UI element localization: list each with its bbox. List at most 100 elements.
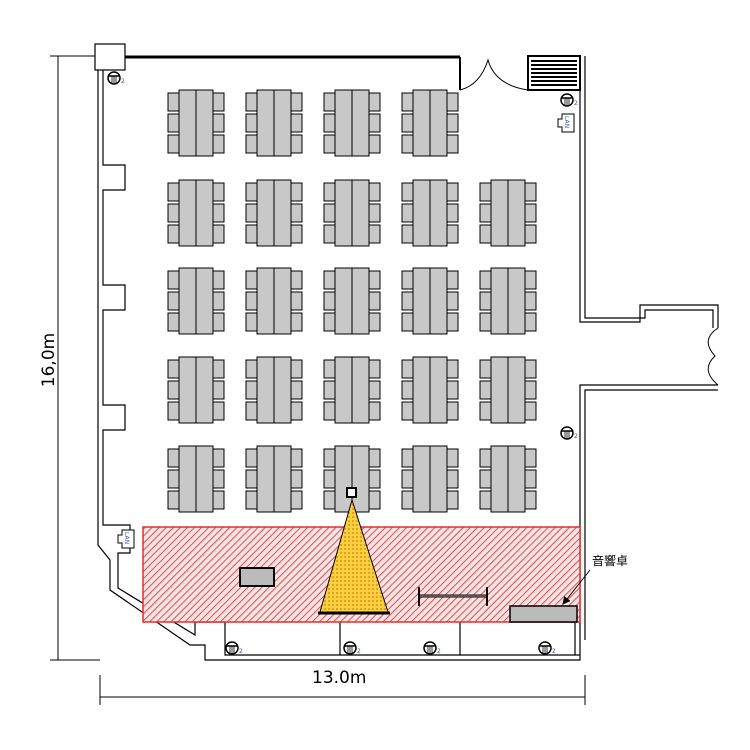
chair [446, 448, 459, 468]
table [412, 445, 431, 513]
chair [323, 92, 336, 112]
chair [401, 448, 414, 468]
chair [245, 469, 258, 489]
table [351, 179, 370, 247]
chair [524, 224, 537, 244]
chair [212, 448, 225, 468]
chair [323, 469, 336, 489]
screen-bar [418, 587, 488, 606]
chair [401, 469, 414, 489]
chair [368, 291, 381, 311]
table-group [479, 445, 537, 513]
table [429, 356, 448, 424]
chair [401, 134, 414, 154]
chair [323, 401, 336, 421]
chair [446, 92, 459, 112]
lan-label: LAN [563, 116, 570, 128]
table-group [167, 356, 225, 424]
table-group [401, 89, 459, 157]
chair [479, 490, 492, 510]
table [351, 89, 370, 157]
chair [323, 380, 336, 400]
chair [479, 312, 492, 332]
outlet-count: 2 [574, 100, 578, 107]
chair [212, 203, 225, 223]
chair [212, 401, 225, 421]
chair [290, 448, 303, 468]
chair [323, 134, 336, 154]
lan-port-icon: LAN [117, 529, 135, 549]
chair [323, 312, 336, 332]
table-group [401, 445, 459, 513]
chair [524, 448, 537, 468]
chair [368, 113, 381, 133]
table-group [401, 356, 459, 424]
chair [212, 113, 225, 133]
outlet-icon: 2 [225, 641, 243, 655]
chair [401, 270, 414, 290]
chair [212, 490, 225, 510]
table [490, 179, 509, 247]
chair [479, 448, 492, 468]
chair [245, 270, 258, 290]
chair [212, 380, 225, 400]
table [507, 445, 526, 513]
outlet-icon: 2 [343, 641, 361, 655]
chair [524, 312, 537, 332]
chair [368, 469, 381, 489]
chair [323, 291, 336, 311]
table [178, 445, 197, 513]
table [256, 356, 275, 424]
table [273, 179, 292, 247]
outlet-icon: 2 [560, 426, 578, 440]
stairs [527, 55, 581, 91]
chair [167, 380, 180, 400]
table [178, 89, 197, 157]
outlet-icon: 2 [107, 71, 125, 85]
chair [401, 113, 414, 133]
outlet-count: 2 [552, 648, 556, 655]
outlet-count: 2 [357, 648, 361, 655]
chair [446, 203, 459, 223]
chair [479, 182, 492, 202]
chair [479, 401, 492, 421]
chair [290, 224, 303, 244]
table [351, 267, 370, 335]
chair [167, 182, 180, 202]
chair [524, 469, 537, 489]
chair [167, 203, 180, 223]
chair [368, 182, 381, 202]
table [412, 179, 431, 247]
table-group [323, 179, 381, 247]
chair [245, 113, 258, 133]
table [195, 89, 214, 157]
table-group [401, 267, 459, 335]
chair [446, 113, 459, 133]
chair [290, 401, 303, 421]
chair [167, 224, 180, 244]
width-dimension-label: 13.0m [312, 668, 367, 688]
table [195, 356, 214, 424]
table [256, 445, 275, 513]
chair [290, 312, 303, 332]
chair [401, 380, 414, 400]
table [195, 445, 214, 513]
table [178, 356, 197, 424]
chair [368, 401, 381, 421]
chair [368, 203, 381, 223]
podium [239, 567, 275, 587]
sound-desk-leader [562, 569, 591, 605]
table [334, 445, 353, 513]
table [334, 179, 353, 247]
table [351, 356, 370, 424]
lan-ports: LAN LAN [117, 113, 575, 549]
table [256, 179, 275, 247]
chair [290, 380, 303, 400]
chair [446, 469, 459, 489]
chair [446, 490, 459, 510]
chair [446, 359, 459, 379]
chair [401, 224, 414, 244]
table-group [245, 89, 303, 157]
chair [368, 380, 381, 400]
